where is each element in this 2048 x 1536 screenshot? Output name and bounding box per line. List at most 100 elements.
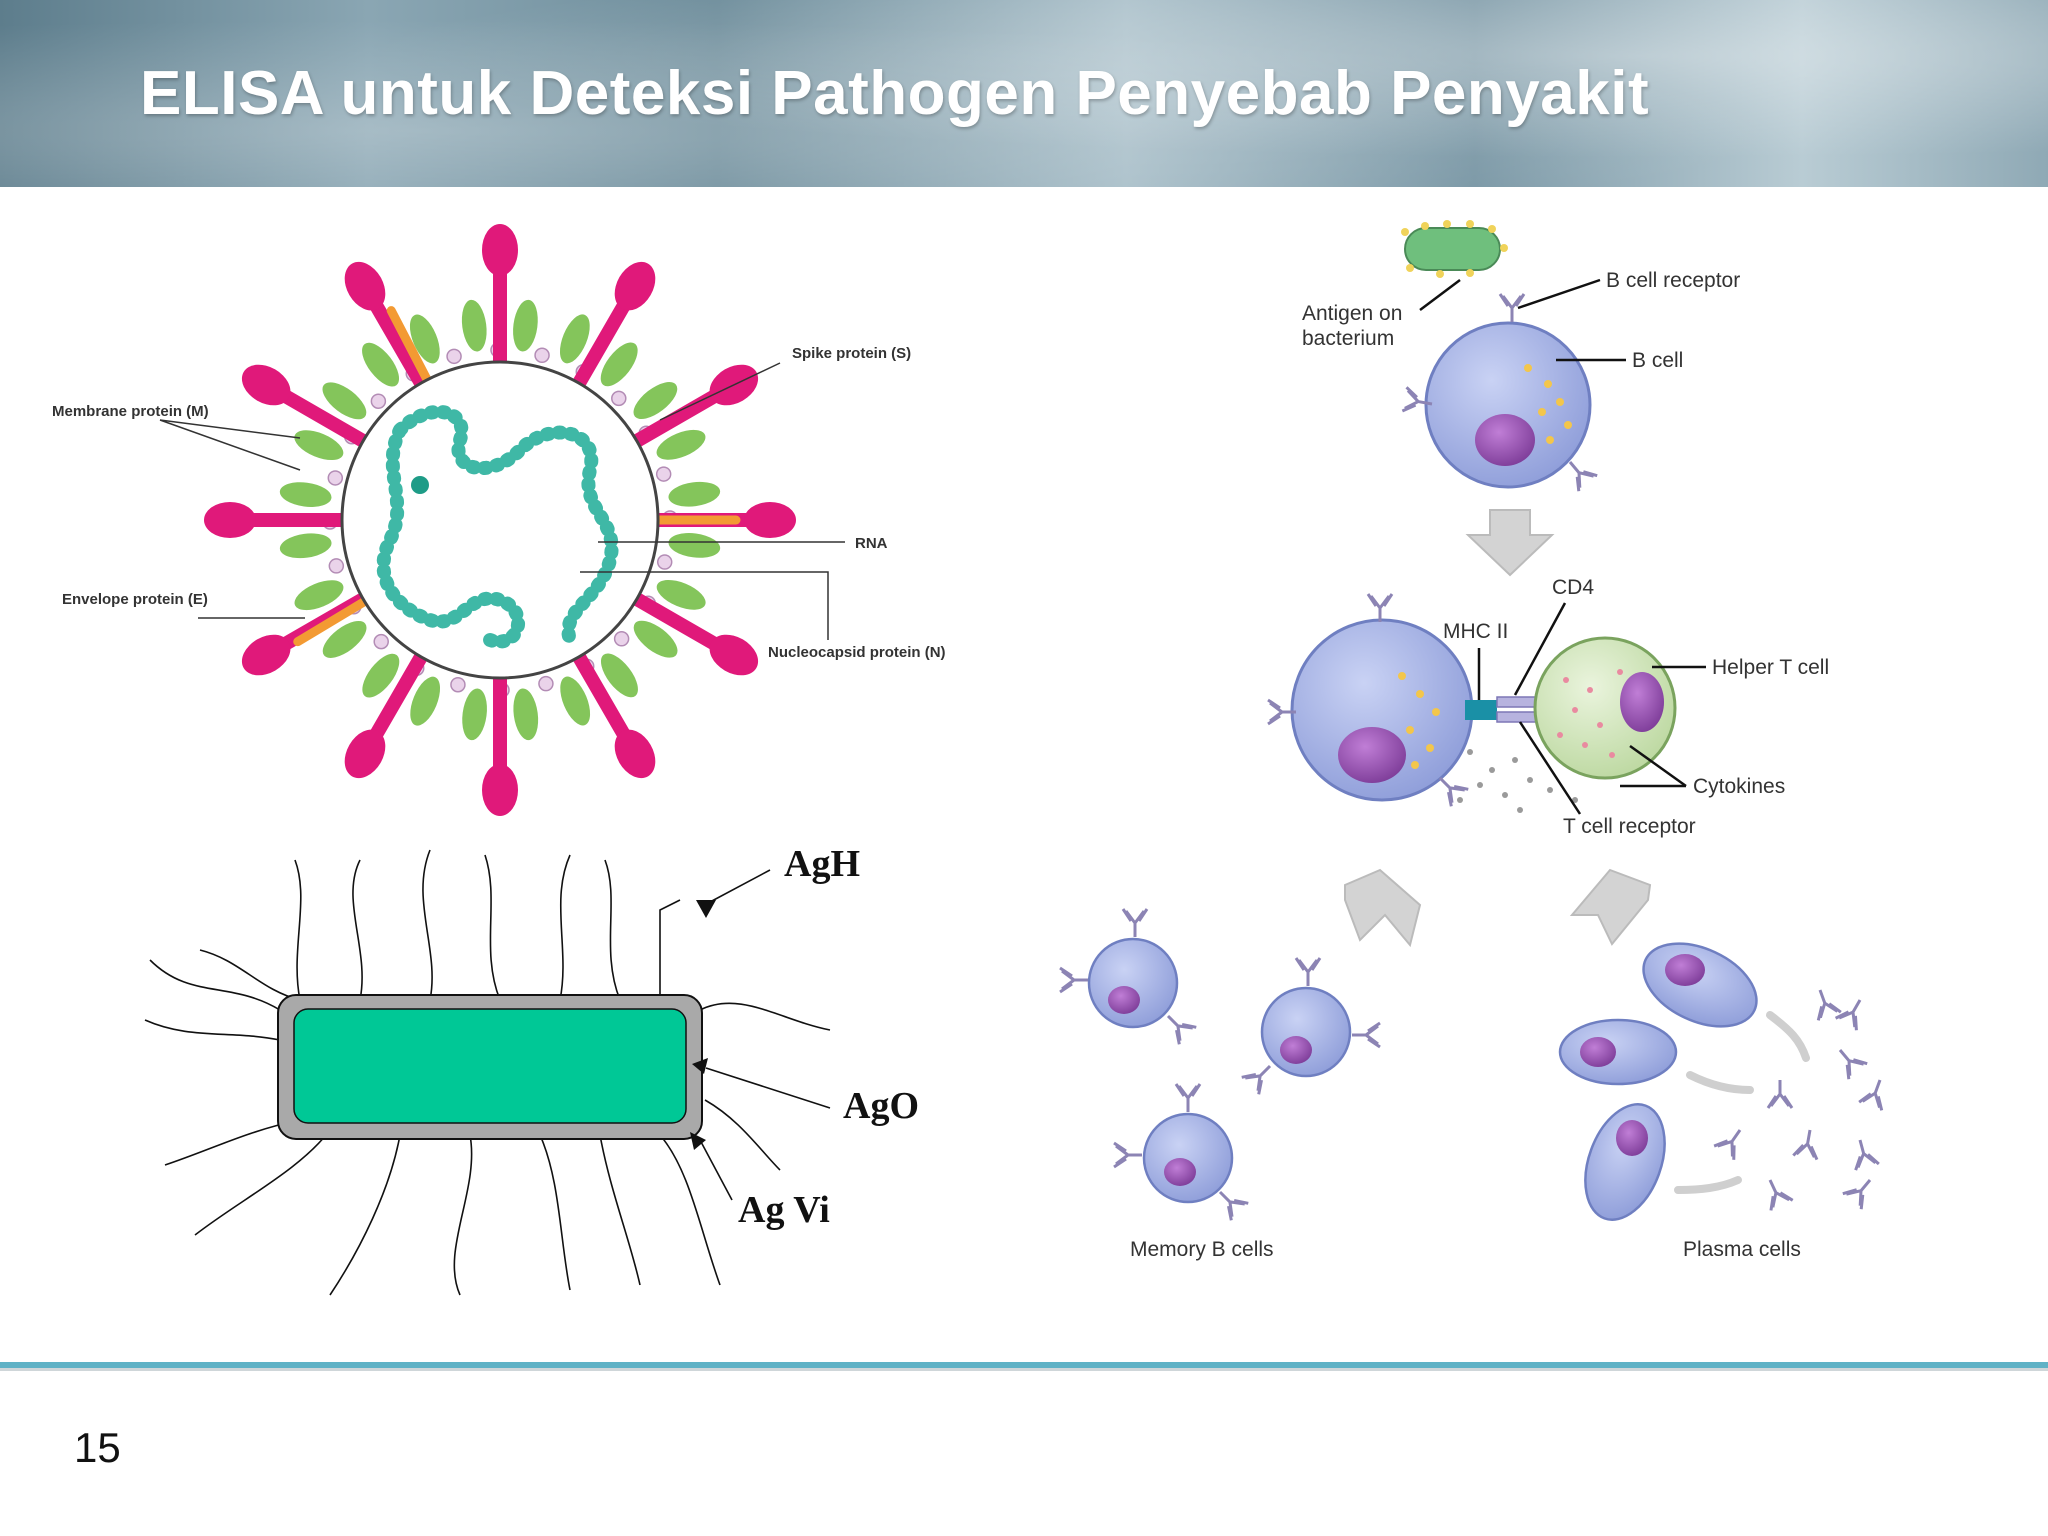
membrane-protein — [294, 430, 344, 461]
membrane-protein — [322, 620, 367, 658]
agvi-label: Ag Vi — [738, 1189, 830, 1231]
membrane-protein-label: Membrane protein (M) — [52, 403, 209, 420]
lipid-bead — [373, 633, 389, 650]
immune-diagram: Antigen on bacterium B cell receptor B c… — [1058, 220, 1893, 1261]
envelope-protein — [293, 594, 373, 647]
virus-membrane-circle — [340, 360, 660, 680]
spike-head — [241, 634, 291, 676]
ago-pointer-line — [705, 1067, 831, 1109]
memory-b-label: Memory B cells — [1130, 1238, 1274, 1261]
membrane-protein — [668, 533, 721, 558]
helper-t-label: Helper T cell — [1712, 656, 1829, 679]
activated-b-cell-granules — [1398, 672, 1440, 769]
lipid-bead — [328, 558, 345, 574]
membrane-protein — [462, 688, 487, 741]
envelope-protein-label: Envelope protein (E) — [62, 591, 208, 608]
t-cell-cytokine-dots — [1557, 669, 1623, 758]
lipid-bead — [450, 676, 466, 693]
spike-head — [482, 224, 518, 276]
cytokines-leader-1 — [1629, 744, 1687, 788]
agh-label: AgH — [784, 843, 860, 885]
membrane-protein — [410, 676, 441, 726]
footer-divider — [0, 1362, 2048, 1368]
antigen-leader-line — [1419, 279, 1461, 311]
helper-t-cell-nucleus — [1620, 672, 1664, 732]
membrane-protein — [513, 299, 538, 352]
cd4-leader — [1513, 602, 1567, 696]
header-background-image — [0, 0, 2048, 187]
membrane-protein — [279, 533, 332, 559]
cytokines-label: Cytokines — [1693, 775, 1785, 798]
spike-head — [614, 261, 656, 311]
arrow-to-plasma — [1569, 868, 1652, 946]
spike-head — [241, 364, 291, 406]
plasma-label: Plasma cells — [1683, 1238, 1801, 1261]
membrane-leader-line-2 — [159, 419, 301, 471]
down-arrow — [1465, 509, 1555, 577]
membrane-protein — [633, 382, 678, 420]
membrane-protein — [294, 580, 344, 611]
lipid-bead — [656, 554, 673, 570]
agh-pointer-line — [709, 869, 771, 903]
lipid-bead — [611, 390, 627, 407]
rna-bead — [411, 476, 429, 494]
membrane-protein — [668, 481, 721, 507]
slide-title: ELISA untuk Deteksi Pathogen Penyebab Pe… — [140, 59, 1650, 128]
spike-stalk — [278, 389, 371, 448]
agvi-arrowhead — [690, 1132, 706, 1150]
b-cell — [1424, 321, 1592, 489]
membrane-leader-line-1 — [159, 419, 301, 439]
spike-head — [204, 502, 256, 538]
mhc2-molecule — [1465, 700, 1497, 720]
membrane-protein — [656, 579, 706, 610]
nucleocapsid-label: Nucleocapsid protein (N) — [768, 644, 946, 661]
membrane-protein — [600, 653, 638, 698]
membrane-protein — [633, 620, 678, 658]
membrane-protein — [513, 688, 539, 741]
lipid-bead — [446, 348, 462, 365]
lipid-bead — [370, 393, 387, 409]
agh-marker-triangle — [696, 900, 716, 918]
spike-stalk — [572, 298, 631, 391]
lipid-bead — [655, 466, 672, 482]
spike-stalk — [629, 389, 722, 448]
t-cell-receptor-label: T cell receptor — [1563, 815, 1696, 838]
footer-divider-shadow — [0, 1368, 2048, 1371]
spike-head — [709, 634, 759, 676]
spike-head — [482, 764, 518, 816]
b-cell-label: B cell — [1632, 349, 1683, 372]
spike-stalk — [369, 649, 428, 742]
plasma-cells — [1558, 942, 1758, 1221]
ago-label: AgO — [843, 1085, 919, 1127]
membrane-protein — [322, 382, 367, 420]
ago-arrowhead — [692, 1058, 708, 1074]
lipid-bead — [538, 675, 554, 692]
membrane-protein — [559, 314, 590, 364]
spike-stalk — [572, 649, 631, 742]
lipid-bead — [534, 347, 550, 364]
membrane-protein — [656, 429, 706, 460]
b-cell-receptor-label: B cell receptor — [1606, 269, 1740, 292]
b-cell-nucleus — [1475, 414, 1535, 466]
activated-b-cell-nucleus — [1338, 727, 1406, 783]
mhc2-label: MHC II — [1443, 620, 1508, 643]
lipid-bead — [327, 470, 344, 486]
header-banner: ELISA untuk Deteksi Pathogen Penyebab Pe… — [0, 0, 2048, 187]
tcr-molecule — [1496, 711, 1538, 723]
membrane-protein — [362, 653, 400, 698]
cytoplasm-body — [293, 1008, 687, 1124]
spike-leader-line — [659, 362, 781, 421]
spike-protein-label: Spike protein (S) — [792, 345, 911, 362]
cd4-label: CD4 — [1552, 576, 1594, 599]
rna-label: RNA — [855, 535, 888, 552]
bacterium-antigen — [1401, 220, 1508, 278]
antigen-label-line1: Antigen on — [1302, 302, 1402, 325]
antigen-label-line2: bacterium — [1302, 327, 1394, 350]
membrane-protein — [409, 314, 440, 364]
released-cytokines — [1457, 749, 1578, 813]
virus-diagram: Spike protein (S) Membrane protein (M) R… — [52, 224, 946, 816]
spike-head — [614, 729, 656, 779]
cd4-molecule — [1496, 696, 1538, 708]
b-cell-granules — [1524, 364, 1572, 444]
spike-head — [344, 261, 386, 311]
